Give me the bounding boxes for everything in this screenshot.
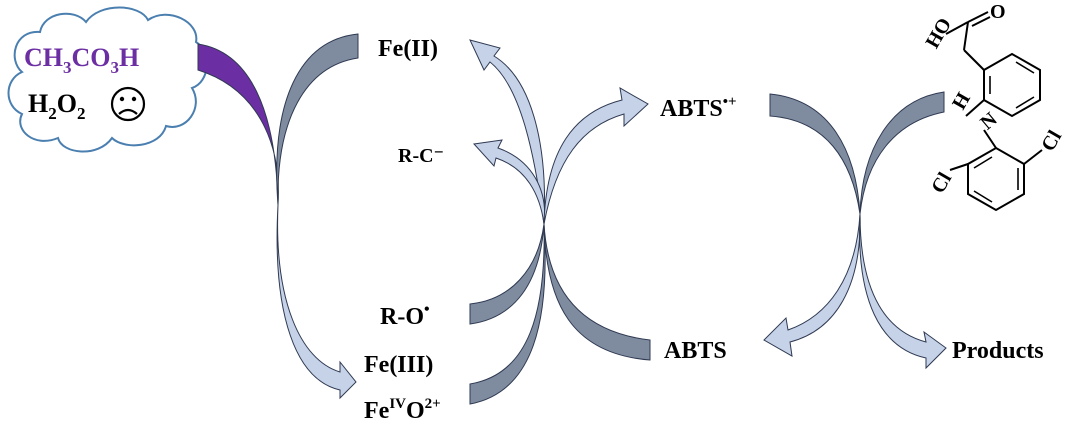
fe3-label: Fe(III) xyxy=(364,352,433,378)
ferryl-label: FeIVO2+ xyxy=(364,396,441,424)
alkoxy-radical-arrow xyxy=(469,223,545,325)
iron-oxidation-arrow-bottom xyxy=(276,204,357,400)
fe2-regeneration-arrow xyxy=(469,39,546,225)
alkoxy-radical-label: R-O• xyxy=(380,301,430,330)
abts-label: ABTS xyxy=(664,338,727,364)
upper-benzene-ring xyxy=(983,52,1041,118)
fe2-label: Fe(II) xyxy=(378,36,438,62)
hydroxyl-label: HO xyxy=(921,14,956,52)
chlorine-left-label: Cl xyxy=(927,168,956,197)
abts-radical-label: ABTS•+ xyxy=(660,94,737,122)
abts-oxidation-arrow-up xyxy=(543,87,649,225)
carbanion-formation-arrow xyxy=(472,139,546,225)
carbonyl-oxygen-label: O xyxy=(990,1,1006,23)
products-formation-arrow xyxy=(859,213,947,370)
carbanion-label: R-C⁻ xyxy=(398,145,444,167)
products-label: Products xyxy=(952,338,1044,364)
sad-face-icon xyxy=(110,86,146,122)
lower-benzene-ring xyxy=(967,146,1025,212)
abts-regeneration-arrow xyxy=(763,213,861,357)
cloud-shape xyxy=(7,6,208,153)
amine-hydrogen-label: H xyxy=(948,89,975,114)
amine-nitrogen-label: N xyxy=(976,108,1002,134)
drug-input-arrow xyxy=(859,91,945,215)
abts-radical-consumption-arrow xyxy=(769,93,861,215)
oxidant-cloud: CH3CO3H H2O2 xyxy=(7,6,208,153)
iron-oxidation-arrow-top xyxy=(276,33,359,206)
abts-return-arrow xyxy=(543,223,651,361)
hydrogen-peroxide-label: H2O2 xyxy=(28,89,85,123)
oxidant-feed-arrow xyxy=(197,43,279,206)
peracetic-acid-label: CH3CO3H xyxy=(24,43,139,77)
